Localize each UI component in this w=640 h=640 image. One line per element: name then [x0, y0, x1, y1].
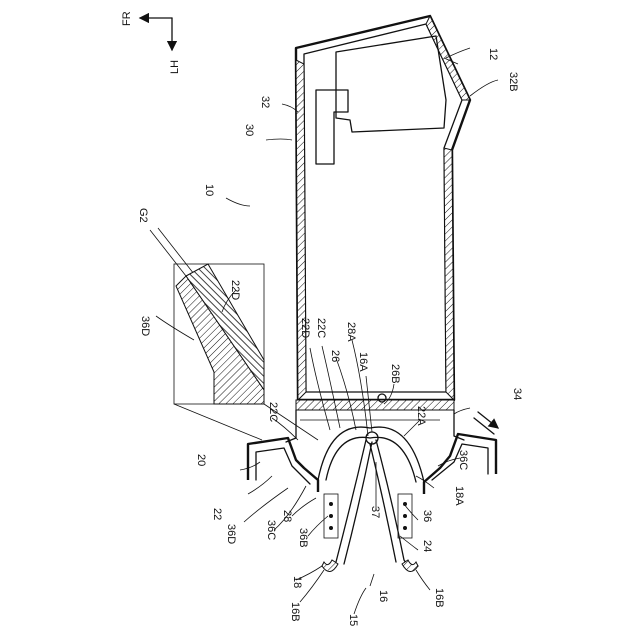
ref-22c-main: 22C	[315, 318, 327, 338]
ref-28: 28	[281, 510, 293, 522]
housing-wall-right	[444, 148, 454, 400]
ref-10: 10	[203, 184, 215, 196]
ref-16a: 16A	[357, 352, 369, 372]
leader-36d-inset	[156, 316, 194, 340]
leader-16	[370, 574, 374, 586]
leader-28	[292, 498, 316, 516]
leader-22d-main	[310, 348, 330, 430]
leader-30	[266, 139, 292, 140]
leader-10	[226, 198, 250, 206]
ref-36b: 36B	[297, 528, 309, 548]
ref-16: 16	[377, 590, 389, 602]
ref-22c-inset: 22C	[267, 402, 279, 422]
ref-30: 30	[243, 124, 255, 136]
leader-26	[336, 358, 356, 430]
ref-18: 18	[291, 576, 303, 588]
inset-detail	[150, 228, 318, 440]
flange-plate	[296, 400, 454, 410]
ref-16b-right: 16B	[433, 588, 445, 608]
ref-22d-main: 22D	[299, 318, 311, 338]
label-fr: FR	[121, 11, 133, 26]
inflator	[336, 36, 446, 132]
ref-g2: G2	[137, 208, 149, 223]
ref-36c-left: 36C	[265, 520, 277, 540]
fold-left-outer	[322, 440, 366, 567]
g2-gap-2	[158, 228, 194, 274]
deploy-arrow	[478, 412, 498, 428]
ref-36d-main: 36D	[225, 524, 237, 544]
ref-22: 22	[211, 508, 223, 520]
fold-left-inner	[344, 442, 372, 564]
ref-26b: 26B	[389, 364, 401, 384]
ref-28a: 28A	[345, 322, 357, 342]
label-lh: LH	[169, 60, 181, 74]
airbag-housing	[296, 16, 470, 400]
ref-37: 37	[369, 506, 381, 518]
inset-leader-1	[174, 404, 262, 440]
ref-22d-inset: 22D	[229, 280, 241, 300]
g2-gap	[150, 230, 186, 276]
housing-flange	[286, 400, 464, 442]
ref-32b: 32B	[507, 72, 519, 92]
door-arc-outer	[318, 427, 424, 482]
ref-22a: 22A	[415, 406, 427, 426]
panel-left	[248, 438, 318, 492]
leader-15	[354, 588, 366, 614]
leader-36b	[308, 516, 328, 536]
inflator-bracket	[316, 90, 348, 164]
ref-36c-right: 36C	[457, 450, 469, 470]
leader-22	[248, 476, 272, 494]
ref-36: 36	[421, 510, 433, 522]
orientation-indicator: FR LH	[121, 11, 181, 74]
ref-16b-left: 16B	[289, 602, 301, 622]
ref-34: 34	[511, 388, 523, 400]
leader-12	[446, 48, 470, 58]
leader-20	[240, 462, 260, 470]
ref-12: 12	[487, 48, 499, 60]
reference-labels: 12 32B 32 30 10 G2 22D 36D 22D 22C 28A 2…	[137, 48, 523, 626]
ref-24: 24	[421, 540, 433, 552]
fasteners	[324, 494, 412, 538]
leader-32b	[470, 80, 498, 96]
ref-26: 26	[329, 350, 341, 362]
leader-34	[454, 408, 470, 414]
ref-18a: 18A	[453, 486, 465, 506]
leader-16b-right	[416, 570, 430, 590]
deploy-arrow-2	[474, 418, 494, 434]
ref-20: 20	[195, 454, 207, 466]
ref-15: 15	[347, 614, 359, 626]
ref-32: 32	[259, 96, 271, 108]
ref-36d-inset: 36D	[139, 316, 151, 336]
housing-wall-top	[426, 16, 470, 100]
